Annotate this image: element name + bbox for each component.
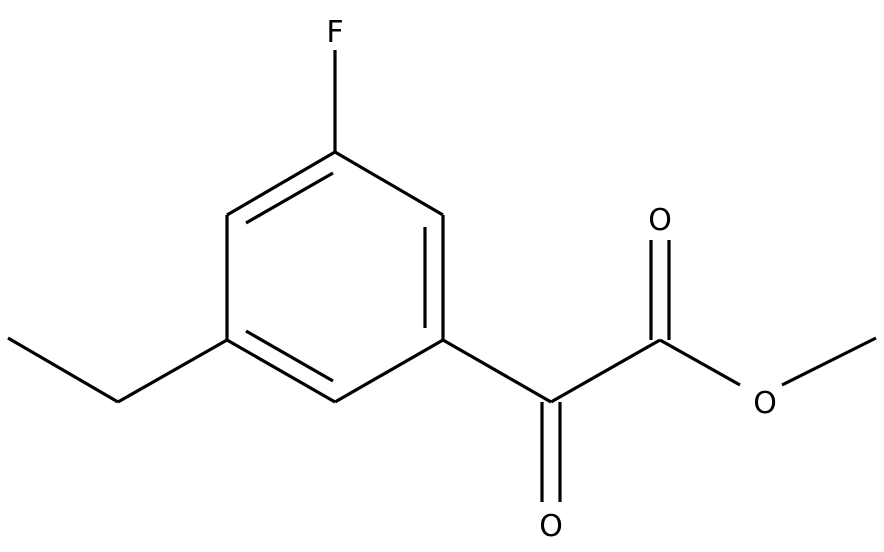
bond-ring-c5-c6 — [334, 338, 444, 404]
bond-ring-c6-c1 — [226, 338, 336, 404]
bond-ring-c2-c3-inner — [245, 171, 334, 225]
atom-label-ester-oxygen: O — [753, 386, 777, 421]
bond-ethyl-ch2-ring — [117, 338, 228, 404]
bond-ring-c6-c1-inner — [245, 329, 334, 383]
atom-label-fluorine: F — [326, 15, 343, 50]
atom-label-carbonyl-oxygen: O — [648, 203, 672, 238]
bond-ring-ketone — [442, 338, 552, 404]
bond-ring-c2-c3 — [226, 150, 336, 217]
bond-ring-c3-c4 — [334, 150, 444, 217]
bond-ketone-ester — [550, 338, 661, 404]
atom-label-ketone-oxygen: O — [539, 509, 563, 544]
bond-ester-o-ch3 — [781, 336, 877, 387]
bond-ester-c-o — [659, 338, 741, 387]
bond-ethyl-ch3-ch2 — [7, 336, 119, 404]
